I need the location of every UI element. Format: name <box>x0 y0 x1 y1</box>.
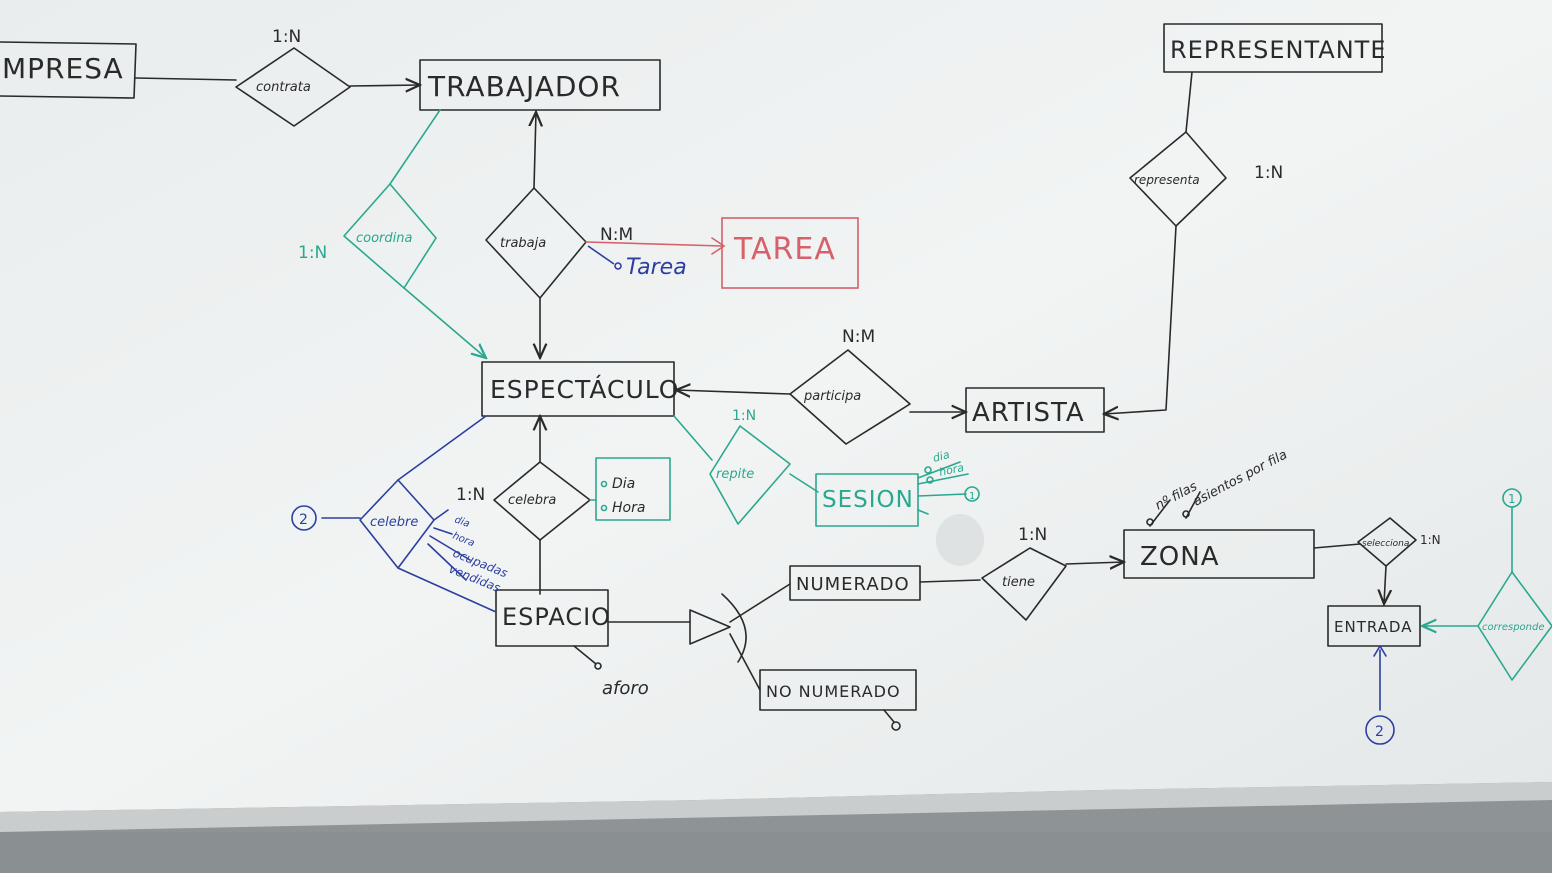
relationship-representa-label: representa <box>1134 173 1200 187</box>
entity-no-numerado-label: NO NUMERADO <box>766 682 901 701</box>
entity-representante: REPRESENTANTE <box>1163 23 1387 73</box>
entity-espectaculo: ESPECTÁCULO <box>481 361 679 417</box>
cardinality-representa: 1:N <box>1254 163 1283 183</box>
relationship-repite: repite <box>709 425 791 525</box>
entity-trabajador-label: TRABAJADOR <box>427 70 621 103</box>
attribute-dia: Dia <box>612 476 635 492</box>
connector-1-circle <box>1502 488 1522 508</box>
whiteboard-surface <box>0 0 1552 812</box>
relationship-contrata-label: contrata <box>256 80 311 95</box>
relationship-selecciona-label: selecciona <box>1362 539 1409 549</box>
attribute-tarea: Tarea <box>626 255 687 280</box>
connector-1-label: 1 <box>1508 492 1516 506</box>
entity-entrada-label: ENTRADA <box>1334 618 1412 636</box>
entity-artista: ARTISTA <box>965 387 1105 433</box>
entity-sesion-label: SESION <box>822 487 914 513</box>
entity-tarea: TAREA <box>721 217 859 289</box>
entity-empresa: MPRESA <box>0 41 137 99</box>
relationship-celebra-label: celebra <box>508 493 556 508</box>
cardinality-participa: N:M <box>842 327 875 347</box>
cardinality-selecciona: 1:N <box>1420 533 1441 547</box>
connector-2-left <box>291 505 317 531</box>
relationship-participa-label: participa <box>803 389 861 404</box>
cardinality-trabaja: N:M <box>600 225 633 245</box>
cardinality-repite: 1:N <box>732 408 756 424</box>
relationship-coordina-label: coordina <box>356 231 413 246</box>
relationship-corresponde: corresponde <box>1477 571 1552 681</box>
cardinality-coordina: 1:N <box>298 243 327 263</box>
cardinality-tiene: 1:N <box>1018 525 1047 545</box>
connector-2-bottom <box>1365 715 1395 745</box>
cardinality-celebre: 1:N <box>456 485 485 505</box>
entity-tarea-label: TAREA <box>733 232 836 267</box>
entity-sesion: SESION <box>815 473 919 527</box>
relationship-participa: participa <box>789 349 911 445</box>
entity-trabajador: TRABAJADOR <box>419 59 661 111</box>
relationship-tiene-label: tiene <box>1002 575 1035 590</box>
entity-representante-label: REPRESENTANTE <box>1170 36 1387 64</box>
entity-numerado: NUMERADO <box>789 565 921 601</box>
relationship-celebre-label: celebre <box>370 515 418 530</box>
whiteboard-tray <box>0 782 1552 832</box>
attribute-sesion-hora: hora <box>938 461 965 479</box>
connector-sesion-1-label: 1 <box>969 491 975 502</box>
entity-espacio: ESPACIO <box>495 589 611 647</box>
attribute-celebre-dia: dia <box>453 514 471 530</box>
entity-empresa-label: MPRESA <box>2 52 124 85</box>
entity-espectaculo-label: ESPECTÁCULO <box>490 375 679 404</box>
cardinality-contrata: 1:N <box>272 27 301 47</box>
connector-2-bottom-label: 2 <box>1375 724 1384 740</box>
entity-numerado-label: NUMERADO <box>796 574 910 595</box>
relationship-repite-label: repite <box>716 467 754 482</box>
connector-sesion-1 <box>964 486 980 502</box>
attribute-sesion-dia: dia <box>931 448 951 465</box>
relationship-trabaja-label: trabaja <box>500 236 546 251</box>
celebra-attributes-box <box>595 457 671 521</box>
entity-no-numerado: NO NUMERADO <box>759 669 917 711</box>
connector-2-left-label: 2 <box>299 512 308 528</box>
entity-zona: ZONA <box>1123 529 1315 579</box>
entity-artista-label: ARTISTA <box>972 398 1085 428</box>
entity-espacio-label: ESPACIO <box>502 603 611 631</box>
relationship-corresponde-label: corresponde <box>1482 622 1545 633</box>
relationship-contrata: contrata <box>235 47 351 127</box>
attribute-aforo: aforo <box>602 678 649 699</box>
relationship-tiene: tiene <box>981 547 1067 621</box>
attribute-hora: Hora <box>612 500 645 516</box>
entity-entrada: ENTRADA <box>1327 605 1421 647</box>
entity-zona-label: ZONA <box>1140 542 1220 572</box>
